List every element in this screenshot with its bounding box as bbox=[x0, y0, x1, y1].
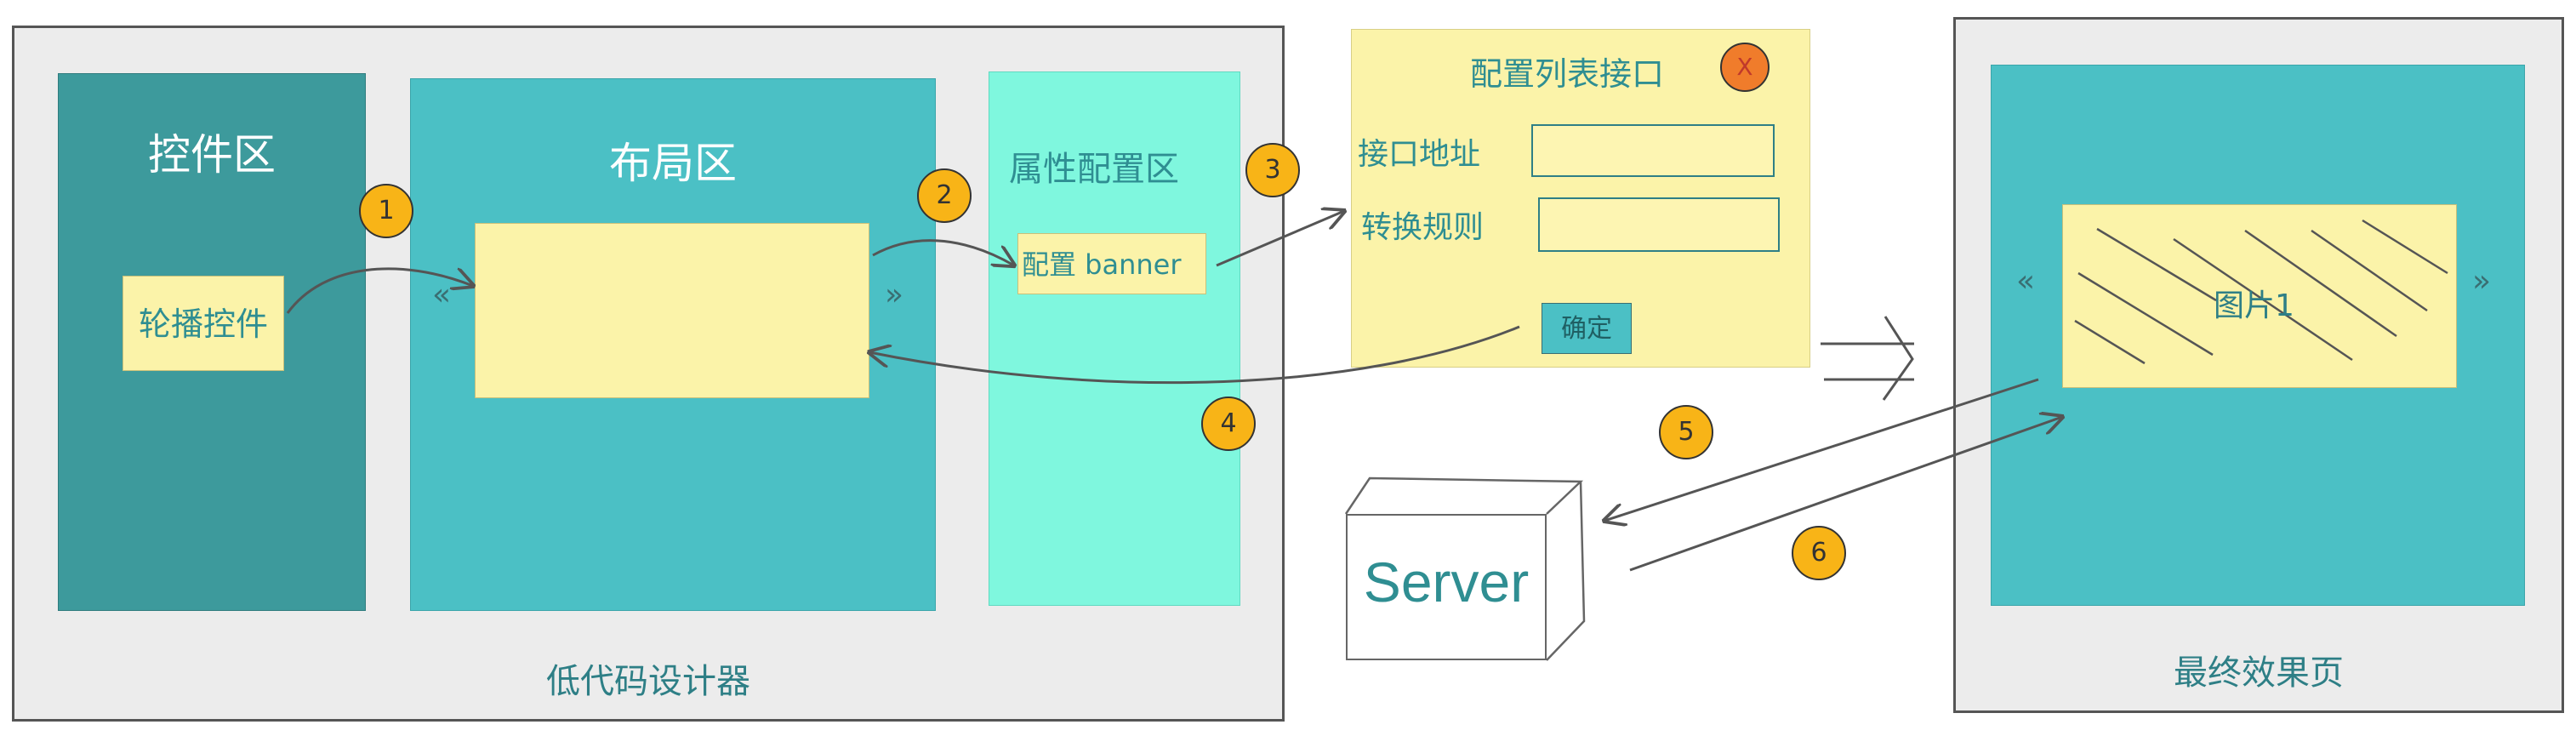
api-address-input[interactable] bbox=[1531, 124, 1775, 177]
step-badge-1: 1 bbox=[359, 184, 413, 238]
step-badge-5: 5 bbox=[1659, 405, 1713, 459]
final-page-caption: 最终效果页 bbox=[2174, 653, 2344, 693]
close-icon[interactable]: X bbox=[1720, 43, 1770, 92]
layout-banner-placeholder[interactable] bbox=[475, 223, 869, 398]
step-badge-6: 6 bbox=[1792, 526, 1846, 580]
step-badge-3: 3 bbox=[1245, 143, 1300, 197]
designer-caption: 低代码设计器 bbox=[546, 662, 750, 701]
transform-rule-input[interactable] bbox=[1538, 197, 1780, 252]
transform-rule-label: 转换规则 bbox=[1361, 210, 1485, 245]
server-box bbox=[1346, 514, 1547, 660]
property-config-title: 属性配置区 bbox=[1009, 150, 1179, 189]
step-badge-2: 2 bbox=[917, 168, 972, 223]
layout-prev-arrow[interactable]: « bbox=[432, 277, 452, 312]
arrow-designer-to-final bbox=[1821, 316, 1914, 401]
layout-next-arrow[interactable]: » bbox=[885, 277, 904, 312]
step-badge-4: 4 bbox=[1201, 397, 1256, 451]
final-image-label: 图片1 bbox=[2214, 288, 2294, 323]
confirm-button[interactable]: 确定 bbox=[1542, 303, 1632, 354]
config-banner-button[interactable]: 配置 banner bbox=[1017, 233, 1206, 294]
server-label: Server bbox=[1363, 551, 1530, 613]
final-prev-arrow[interactable]: « bbox=[2016, 264, 2036, 299]
control-area-title: 控件区 bbox=[148, 130, 276, 180]
config-dialog-title: 配置列表接口 bbox=[1470, 55, 1665, 93]
layout-area-title: 布局区 bbox=[609, 139, 737, 188]
final-banner-image bbox=[2062, 204, 2457, 388]
final-next-arrow[interactable]: » bbox=[2472, 264, 2492, 299]
image-hatch-lines bbox=[2074, 219, 2448, 365]
api-address-label: 接口地址 bbox=[1358, 137, 1481, 172]
carousel-control[interactable]: 轮播控件 bbox=[123, 276, 284, 371]
